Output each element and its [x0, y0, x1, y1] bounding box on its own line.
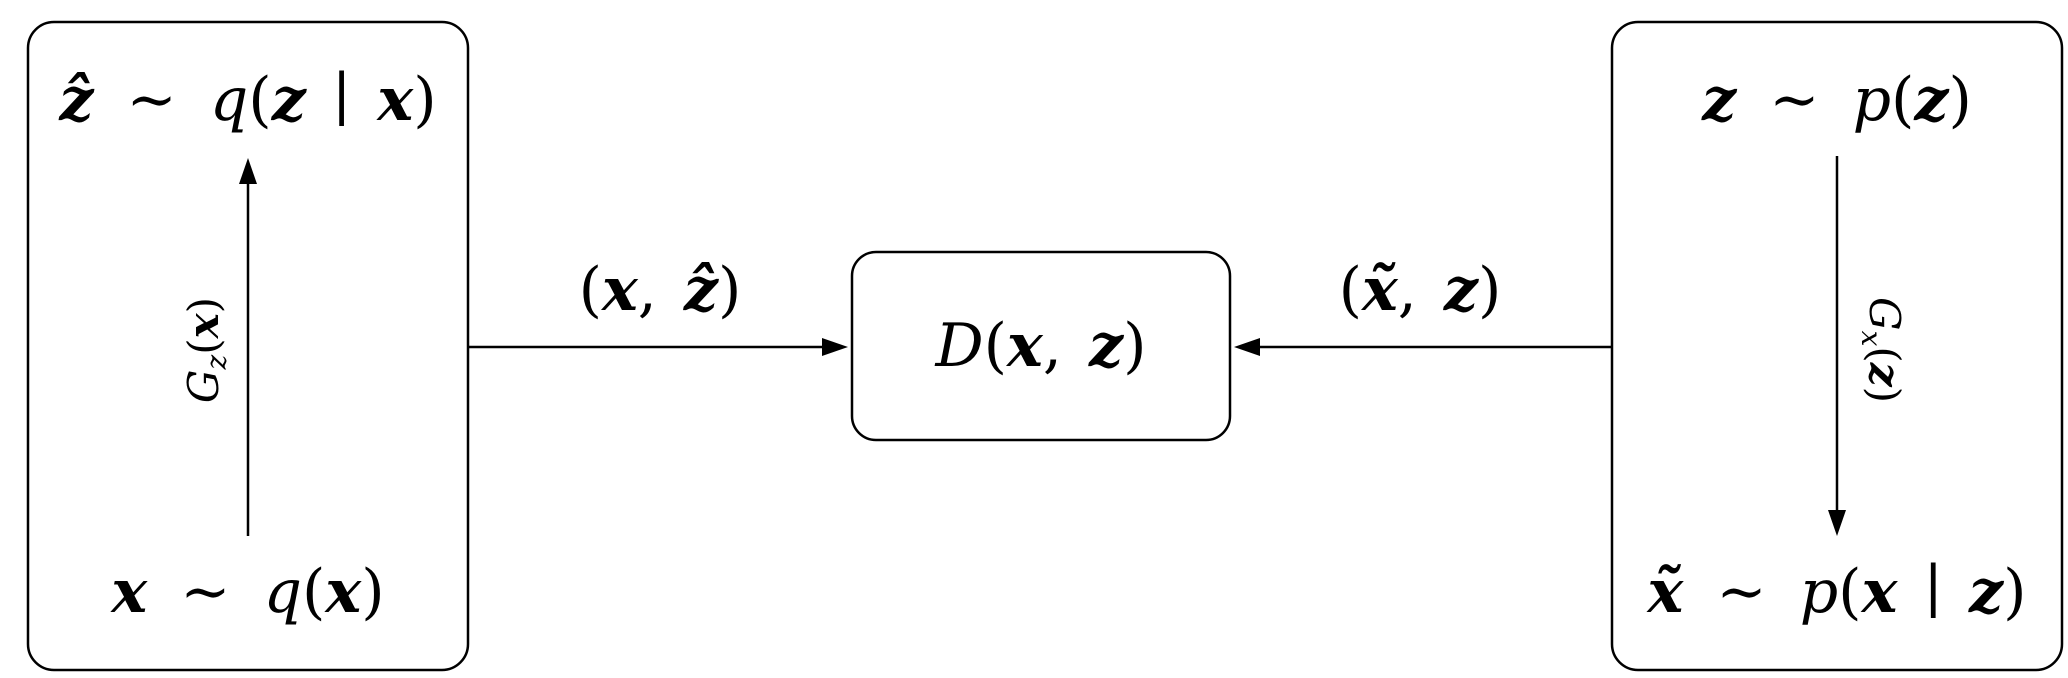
encoder-pair-label: (x, ẑ): [579, 255, 742, 325]
encoder-function-label: Gz(x): [179, 297, 233, 403]
generator-pair-label: (x̃, z): [1339, 255, 1502, 325]
encoder-input-label: x ∼ q(x): [109, 557, 384, 627]
encoder-to-discriminator-arrowhead: [822, 338, 848, 356]
encoder-output-label: ẑ ∼ q(z ∣ x): [58, 65, 436, 135]
generator-input-label: z ∼ p(z): [1701, 65, 1972, 135]
generator-to-discriminator-arrowhead: [1234, 338, 1260, 356]
generator-arrowhead: [1828, 510, 1846, 536]
discriminator-box: [850, 250, 1232, 442]
generator-output-label: x̃ ∼ p(x ∣ z): [1646, 557, 2027, 627]
discriminator-label: D(x, z): [935, 311, 1147, 381]
generator-box: [1610, 20, 2064, 672]
generator-function-label: Gx(z): [1855, 297, 1909, 403]
encoder-arrowhead: [239, 158, 257, 184]
